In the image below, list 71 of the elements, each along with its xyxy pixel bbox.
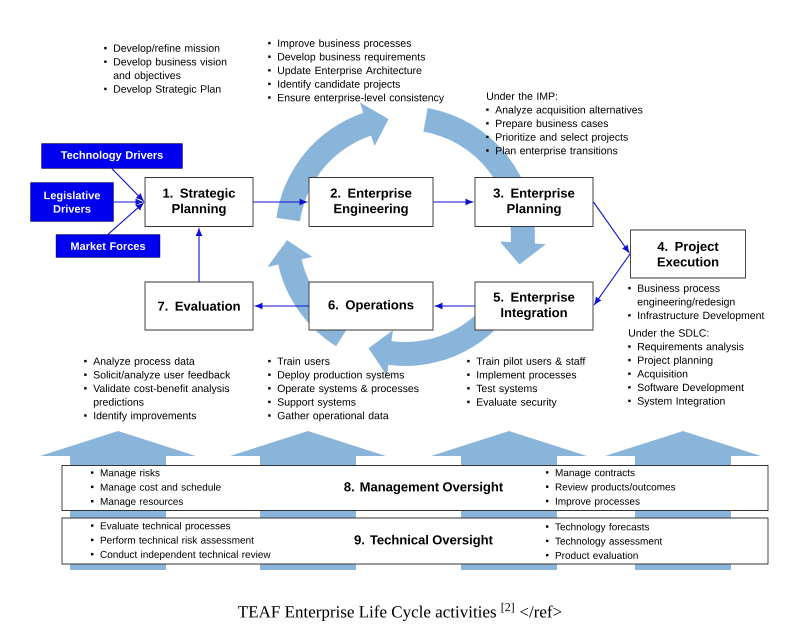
list-item: Technology assessment <box>546 537 662 547</box>
arrow <box>594 254 630 305</box>
arrow <box>253 198 307 206</box>
list-item: Train pilot users & staff <box>467 357 586 367</box>
list-item: Manage resources <box>91 498 183 507</box>
list-item: Product evaluation <box>546 552 638 559</box>
process-box: 3. Enterprise Planning <box>474 177 594 227</box>
process-box: 2. Enterprise Engineering <box>308 177 434 227</box>
arrow <box>435 302 475 310</box>
list-item: Develop business requirements <box>268 52 426 63</box>
process-box: 6. Operations <box>308 282 434 330</box>
list-heading: Under the SDLC: <box>629 329 708 337</box>
driver-box: Legislative Drivers <box>30 182 114 222</box>
list-item: Manage cost and schedule <box>91 483 221 493</box>
oversight-box <box>62 465 768 511</box>
list-item: Plan enterprise transitions <box>486 146 618 156</box>
list-item: Develop/refine mission <box>104 44 220 54</box>
arrow <box>433 198 473 206</box>
arrow <box>255 302 309 310</box>
box-heading: 8. Management Oversight <box>344 482 503 494</box>
list-item: Business process engineering/redesign <box>628 284 735 308</box>
arrow <box>593 202 630 253</box>
driver-box: Market Forces <box>56 234 160 258</box>
list-item: Gather operational data <box>268 412 389 422</box>
list-item: Train users <box>268 357 330 365</box>
process-box: 5. Enterprise Integration <box>474 282 594 330</box>
arrow <box>196 228 202 282</box>
list-item: Conduct independent technical review <box>91 550 271 560</box>
list-item: Project planning <box>628 356 712 366</box>
list-item: Deploy production systems <box>268 370 404 381</box>
arrow <box>114 198 143 206</box>
list-item: Test systems <box>467 384 538 394</box>
list-item: Requirements analysis <box>628 342 744 352</box>
list-item: Acquisition <box>628 370 688 380</box>
list-item: Review products/outcomes <box>546 483 676 492</box>
caption: TEAF Enterprise Life Cycle activities $^{[2]}$ </ref> <box>238 602 562 622</box>
list-item: Prepare business cases <box>486 119 608 130</box>
list-item: Implement processes <box>467 370 576 381</box>
driver-box: Technology Drivers <box>41 143 183 169</box>
arrow <box>108 202 144 235</box>
list-item: Manage contracts <box>546 469 635 478</box>
list-item: Improve processes <box>546 498 640 507</box>
process-box: 4. Project Execution <box>630 230 746 278</box>
list-item: Perform technical risk assessment <box>91 536 254 544</box>
process-box: 1. Strategic Planning <box>144 177 254 227</box>
list-item: Technology forecasts <box>546 523 650 532</box>
process-box: 7. Evaluation <box>144 282 254 330</box>
list-item: Manage risks <box>91 469 160 478</box>
list-item: Evaluate technical processes <box>91 522 230 532</box>
list-item: System Integration <box>628 397 725 407</box>
list-item: Ensure enterprise-level consistency <box>268 94 444 104</box>
list-item: Infrastructure Development <box>628 311 764 322</box>
list-item: Support systems <box>268 398 356 408</box>
list-item: Validate cost-benefit analysis predictions <box>84 384 230 408</box>
list-item: Analyze process data <box>84 357 195 367</box>
box-heading: 9. Technical Oversight <box>354 534 493 548</box>
oversight-box <box>62 518 768 564</box>
list-item: Solicit/analyze user feedback <box>84 370 230 381</box>
list-item: Analyze acquisition alternatives <box>486 106 642 116</box>
list-heading: Under the IMP: <box>487 92 557 100</box>
list-item: Develop Strategic Plan <box>104 85 220 95</box>
list-item: Evaluate security <box>467 398 557 408</box>
list-item: Software Development <box>628 383 744 394</box>
list-item: Prioritize and select projects <box>486 133 628 143</box>
list-item: Develop business vision and objectives <box>104 58 226 82</box>
arrow <box>112 168 144 201</box>
list-item: Update Enterprise Architecture <box>268 66 422 76</box>
list-item: Improve business processes <box>268 39 412 49</box>
list-item: Identify candidate projects <box>268 80 400 90</box>
list-item: Identify improvements <box>84 412 196 422</box>
list-item: Operate systems & processes <box>268 384 419 394</box>
